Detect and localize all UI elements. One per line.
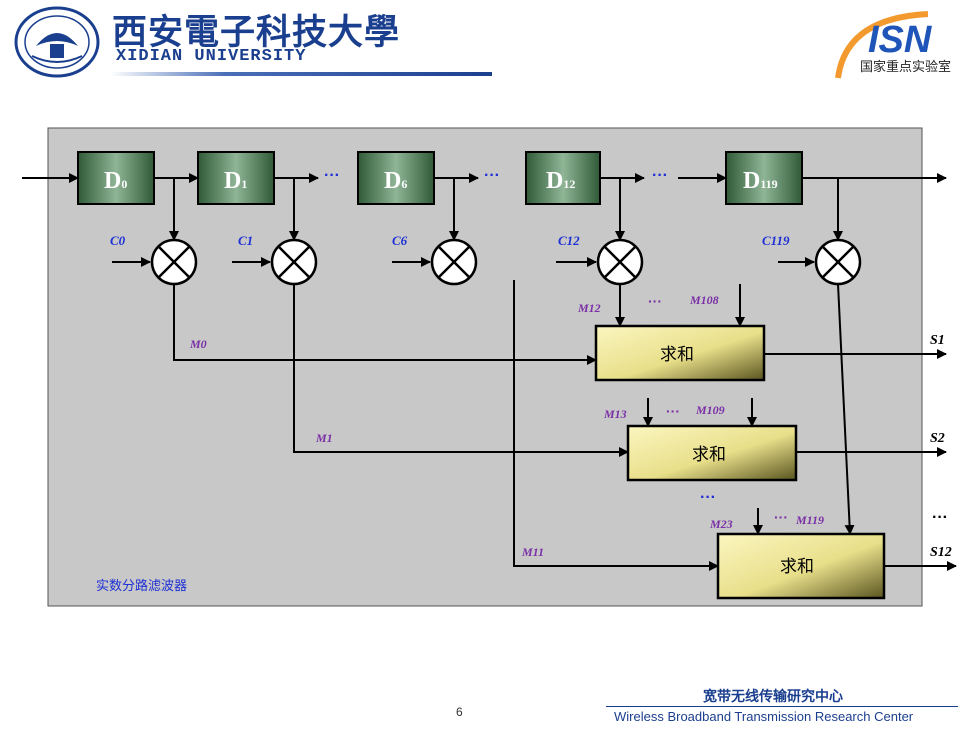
isn-logo-text: ISN — [868, 19, 933, 61]
delay-label: D — [546, 168, 563, 194]
ellipsis-delay-3: ··· — [652, 167, 668, 184]
page-number: 6 — [456, 705, 463, 719]
university-seal-logo — [14, 6, 100, 78]
ellipsis-products-3: ··· — [774, 509, 788, 525]
output-label-s1: S1 — [930, 333, 945, 348]
sum-label: 求和 — [692, 445, 726, 465]
product-label-m109: M109 — [695, 403, 725, 417]
svg-text:D1: D1 — [224, 168, 247, 194]
svg-text:D119: D119 — [743, 168, 778, 194]
delay-subscript: 12 — [563, 177, 575, 191]
product-label-m119: M119 — [795, 513, 824, 527]
ellipsis-delay-2: ··· — [484, 167, 500, 184]
header-divider — [110, 72, 492, 76]
footer-divider — [606, 706, 958, 707]
coef-label-c12: C12 — [558, 233, 580, 248]
svg-text:D6: D6 — [384, 168, 407, 194]
sum-block-1: 求和 — [594, 324, 766, 382]
ellipsis-delay-1: ··· — [324, 167, 340, 184]
product-label-m108: M108 — [689, 293, 719, 307]
delay-block-6: D6 — [357, 151, 435, 205]
panel-caption: 实数分路滤波器 — [96, 578, 187, 594]
product-label-m0: M0 — [189, 337, 207, 351]
multiplier-119 — [814, 238, 862, 286]
delay-subscript: 0 — [121, 177, 127, 191]
coef-label-c119: C119 — [762, 233, 790, 248]
isn-lab-logo: ISN — [835, 11, 933, 79]
svg-text:D12: D12 — [546, 168, 575, 194]
svg-text:D0: D0 — [104, 168, 127, 194]
coef-label-c1: C1 — [238, 233, 253, 248]
multiplier-0 — [150, 238, 198, 286]
university-name-chinese: 西安電子科技大學 — [112, 12, 401, 53]
multiplier-6 — [430, 238, 478, 286]
product-label-m11: M11 — [521, 545, 544, 559]
ellipsis-products-1: ··· — [648, 293, 662, 309]
research-center-english: Wireless Broadband Transmission Research… — [614, 709, 914, 724]
ellipsis-sum-blocks: ··· — [700, 489, 716, 506]
product-label-m1: M1 — [315, 431, 333, 445]
product-label-m13: M13 — [603, 407, 627, 421]
product-label-m23: M23 — [709, 517, 733, 531]
delay-subscript: 119 — [760, 177, 777, 191]
sum-label: 求和 — [780, 557, 814, 577]
delay-block-1: D1 — [197, 151, 275, 205]
multiplier-12 — [596, 238, 644, 286]
delay-subscript: 1 — [241, 177, 247, 191]
output-label-s12: S12 — [930, 545, 952, 560]
sum-block-2: 求和 — [626, 424, 798, 482]
ellipsis-products-2: ··· — [666, 403, 680, 419]
delay-block-0: D0 — [77, 151, 155, 205]
product-label-m12: M12 — [577, 301, 601, 315]
output-label-s2: S2 — [930, 431, 945, 446]
ellipsis-outputs: ··· — [932, 509, 948, 526]
delay-block-119: D119 — [725, 151, 803, 205]
lab-name-chinese: 国家重点实验室 — [860, 60, 952, 75]
sum-block-12: 求和 — [716, 532, 886, 600]
sum-label: 求和 — [660, 345, 694, 365]
delay-subscript: 6 — [401, 177, 407, 191]
coef-label-c0: C0 — [110, 233, 126, 248]
multiplier-1 — [270, 238, 318, 286]
delay-label: D — [743, 168, 760, 194]
delay-label: D — [384, 168, 401, 194]
coef-label-c6: C6 — [392, 233, 408, 248]
delay-label: D — [104, 168, 121, 194]
delay-block-12: D12 — [525, 151, 601, 205]
delay-label: D — [224, 168, 241, 194]
university-name-english: XIDIAN UNIVERSITY — [116, 47, 307, 66]
research-center-chinese: 宽带无线传输研究中心 — [703, 689, 843, 705]
diagram-panel — [47, 127, 923, 607]
